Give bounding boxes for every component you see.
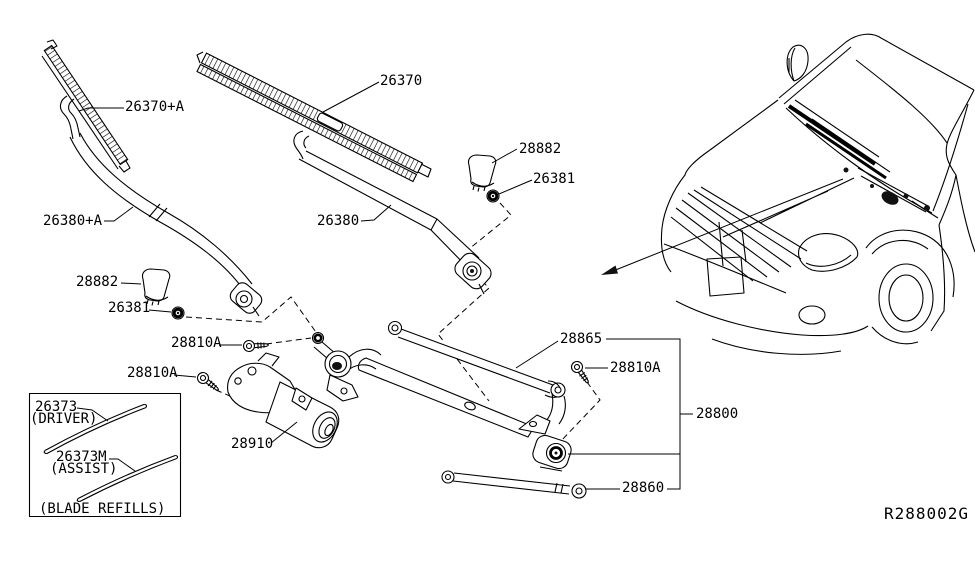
wiper-blade-assist-drawing bbox=[41, 39, 131, 173]
dashed-alignment-lines bbox=[185, 202, 601, 443]
in-place-wipers-drawing bbox=[787, 99, 939, 219]
part-label-26370: 26370 bbox=[380, 73, 423, 89]
part-label-28800: 28800 bbox=[696, 406, 739, 422]
location-arrow-icon bbox=[601, 178, 844, 275]
wiper-linkage-frame-drawing bbox=[311, 331, 535, 438]
pivot-nut-left-drawing bbox=[171, 306, 185, 320]
part-label-28810A-3: 28810A bbox=[610, 360, 661, 376]
link-rod-28865-drawing bbox=[387, 320, 566, 398]
pivot-cap-left-drawing bbox=[141, 268, 171, 306]
wiper-arm-driver-drawing bbox=[293, 130, 492, 295]
pivot-cap-right-drawing bbox=[467, 154, 497, 192]
leader-lines bbox=[76, 81, 620, 490]
wiper-blade-driver-drawing bbox=[196, 51, 432, 183]
part-label-28865: 28865 bbox=[560, 331, 603, 347]
part-label-28910: 28910 bbox=[231, 436, 274, 452]
part-label-26381-right: 26381 bbox=[533, 171, 576, 187]
refill-driver-caption: (DRIVER) bbox=[30, 411, 98, 427]
part-label-28882-right: 28882 bbox=[519, 141, 562, 157]
blade-refills-box bbox=[28, 392, 182, 518]
part-label-28810A-2: 28810A bbox=[127, 365, 178, 381]
part-label-26370A: 26370+A bbox=[125, 99, 185, 115]
refill-part-label-26373: 26373 bbox=[35, 399, 78, 415]
vehicle-drawing bbox=[601, 33, 975, 355]
assembly-bracket bbox=[568, 338, 693, 490]
wiper-motor-drawing bbox=[227, 352, 340, 449]
part-label-26380: 26380 bbox=[317, 213, 360, 229]
blade-refills-caption: (BLADE REFILLS) bbox=[39, 501, 166, 517]
refill-part-label-26373M: 26373M bbox=[56, 449, 107, 465]
bolt-28810A-3 bbox=[568, 358, 594, 387]
part-label-26380A: 26380+A bbox=[43, 213, 103, 229]
right-pivot-housing-drawing bbox=[518, 392, 572, 472]
part-label-28810A-1: 28810A bbox=[171, 335, 222, 351]
part-label-28860: 28860 bbox=[622, 480, 665, 496]
part-label-28882-left: 28882 bbox=[76, 274, 119, 290]
bolt-28810A-1 bbox=[242, 338, 270, 353]
link-rod-28860-drawing bbox=[441, 470, 587, 499]
wiper-arm-assist-drawing bbox=[59, 95, 263, 317]
refill-assist-caption: (ASSIST) bbox=[50, 461, 118, 477]
part-label-26381-left: 26381 bbox=[108, 300, 151, 316]
pivot-nut-right-drawing bbox=[486, 189, 500, 203]
diagram-ref-code: R288002G bbox=[884, 504, 970, 523]
